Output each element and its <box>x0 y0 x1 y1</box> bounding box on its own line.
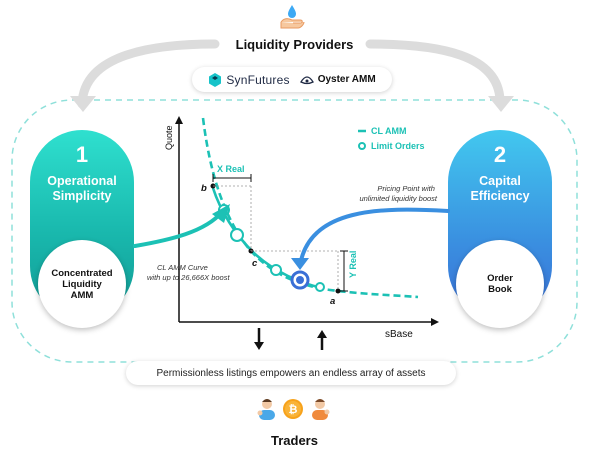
point-a <box>335 288 341 294</box>
point-a-label: a <box>330 296 335 307</box>
permissionless-banner: Permissionless listings empowers an endl… <box>126 361 456 385</box>
legend-orders-swatch <box>358 142 366 150</box>
oyster-label: Oyster AMM <box>317 74 376 85</box>
curve-note: CL AMM Curve with up to 26,666X boost <box>147 263 230 282</box>
x-axis-label: sBase <box>385 329 413 340</box>
teal-arrow <box>133 210 224 248</box>
pricing-note: Pricing Point with unlimited liquidity b… <box>359 184 437 203</box>
panel-label-line: Efficiency <box>470 189 530 203</box>
traders-title: Traders <box>271 433 318 448</box>
operational-simplicity-panel: 1 Operational Simplicity Concentrated Li… <box>30 130 134 328</box>
oyster-brand: Oyster AMM <box>299 73 376 87</box>
bitcoin-icon: ₿ <box>283 399 303 419</box>
curve-note-line: with up to 26,666X boost <box>147 273 230 282</box>
pricing-note-line: Pricing Point with <box>377 184 435 193</box>
panel-label: Capital Efficiency <box>448 174 552 204</box>
person-icon <box>312 399 330 420</box>
legend-orders-label: Limit Orders <box>371 141 425 151</box>
legend-curve-label: CL AMM <box>371 126 407 136</box>
synfutures-logo-icon <box>209 72 222 87</box>
synfutures-brand: SynFutures <box>208 72 290 87</box>
panel-label-line: Operational <box>47 174 117 188</box>
capital-efficiency-panel: 2 Capital Efficiency Order Book <box>448 130 552 328</box>
point-c-label: c <box>252 258 258 269</box>
panel-label-line: Simplicity <box>52 189 112 203</box>
hand-with-water-drop-icon <box>280 5 305 29</box>
circle-line: Concentrated <box>51 267 113 279</box>
panel-label: Operational Simplicity <box>30 174 134 204</box>
limit-order-marker <box>270 264 282 276</box>
order-book-circle: Order Book <box>456 240 544 328</box>
oyster-logo-icon <box>299 75 314 84</box>
brand-pill: SynFutures Oyster AMM <box>192 67 392 92</box>
synfutures-label: SynFutures <box>226 72 290 87</box>
person-icon <box>257 399 275 420</box>
circle-line: AMM <box>70 289 94 301</box>
circle-line: Liquidity <box>62 278 102 290</box>
curve-note-line: CL AMM Curve <box>157 263 208 272</box>
y-axis-label: Quote <box>164 125 174 150</box>
panel-number: 2 <box>493 142 507 167</box>
x-real-label: X Real <box>217 164 245 174</box>
limit-order-marker <box>230 228 244 242</box>
point-b-label: b <box>201 183 207 194</box>
limit-order-marker <box>315 282 325 292</box>
concentrated-liquidity-amm-circle: Concentrated Liquidity AMM <box>38 240 126 328</box>
blue-arrow <box>298 207 450 267</box>
y-real-label: Y Real <box>348 251 358 278</box>
panel-number: 1 <box>75 142 89 167</box>
panel-label-line: Capital <box>479 174 521 188</box>
pricing-note-line: unlimited liquidity boost <box>359 194 437 203</box>
page-title: Liquidity Providers <box>235 37 354 52</box>
circle-line: Book <box>488 284 512 295</box>
svg-text:₿: ₿ <box>289 404 298 416</box>
circle-line: Order <box>487 273 513 284</box>
